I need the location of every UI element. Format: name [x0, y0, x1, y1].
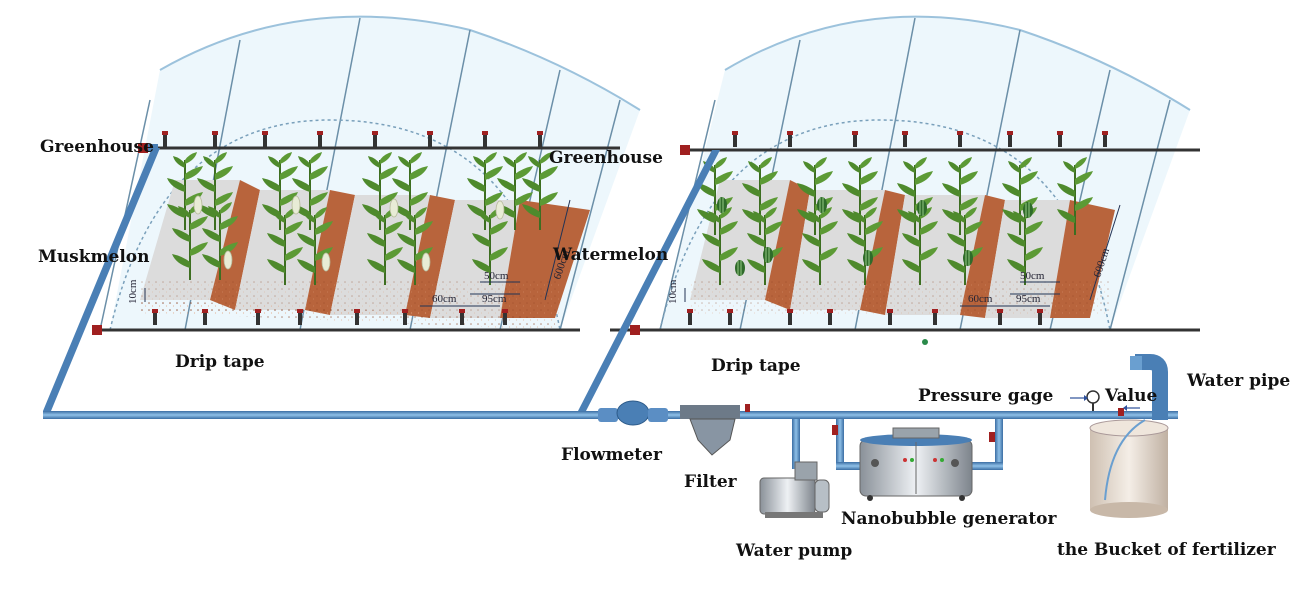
label-water-pump: Water pump: [736, 541, 853, 561]
label-water-pipe: Water pipe: [1187, 371, 1291, 391]
filter: [680, 404, 750, 456]
label-greenhouse-left: Greenhouse: [40, 137, 154, 157]
dim-right-95cm: 95cm: [1016, 293, 1041, 305]
label-pressure-gage: Pressure gage: [918, 386, 1054, 406]
label-bucket: the Bucket of fertilizer: [1057, 540, 1276, 560]
watermelon-beds: [690, 180, 1115, 318]
greenhouse-right: [610, 15, 1200, 345]
label-filter: Filter: [684, 472, 737, 492]
pressure-gage-icon: [1070, 390, 1100, 411]
greenhouse-left: [92, 15, 641, 335]
label-value: Value: [1105, 386, 1158, 406]
valve-icon: [1118, 405, 1140, 416]
dim-left-95cm: 95cm: [482, 293, 507, 305]
label-muskmelon: Muskmelon: [38, 247, 150, 267]
dim-left-50cm: 50cm: [484, 270, 509, 282]
left-dimensions: 10cm 60cm 95cm 50cm 600cm: [127, 248, 572, 305]
label-drip-tape-right: Drip tape: [711, 356, 801, 376]
nanobubble-generator: [859, 427, 973, 501]
water-pump: [759, 461, 830, 518]
dim-right-60cm: 60cm: [968, 293, 993, 305]
label-drip-tape-left: Drip tape: [175, 352, 265, 372]
flowmeter: [598, 400, 668, 426]
dim-right-10cm: 10cm: [667, 279, 679, 304]
muskmelon-beds: [140, 180, 590, 330]
fertilizer-bucket: [1089, 419, 1169, 518]
label-greenhouse-right: Greenhouse: [549, 148, 663, 168]
label-flowmeter: Flowmeter: [561, 445, 662, 465]
label-nanobubble-generator: Nanobubble generator: [841, 509, 1057, 529]
label-watermelon: Watermelon: [553, 245, 669, 265]
dim-right-50cm: 50cm: [1020, 270, 1045, 282]
dim-left-60cm: 60cm: [432, 293, 457, 305]
dim-left-10cm: 10cm: [127, 279, 139, 304]
